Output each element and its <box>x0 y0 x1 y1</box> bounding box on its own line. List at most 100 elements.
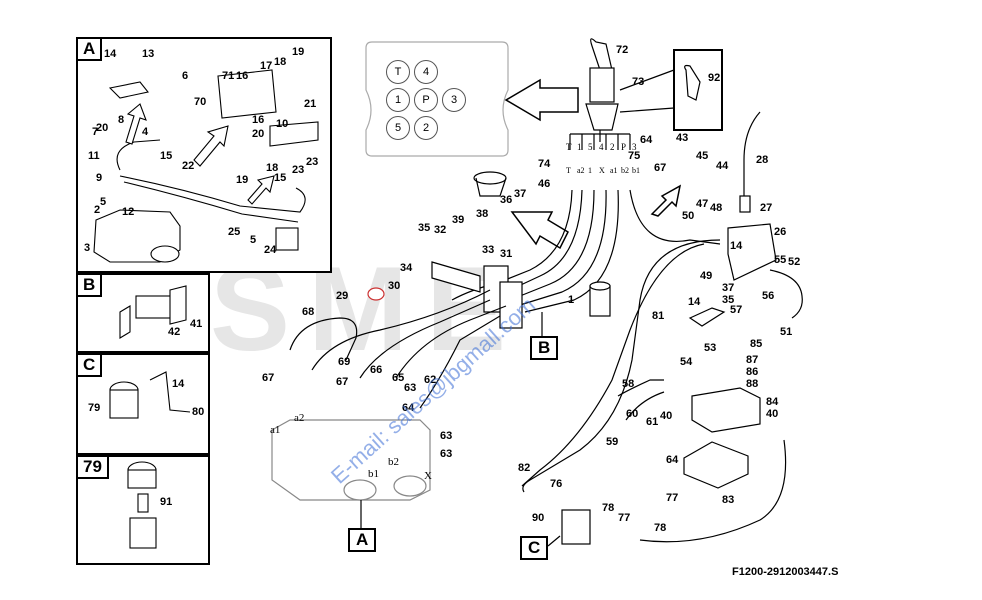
hose-66 <box>359 299 491 379</box>
callout-number: 19 <box>236 174 249 186</box>
callout-number: 23 <box>306 156 319 168</box>
inset-tag-79: 79 <box>76 455 109 479</box>
pattern-button-4: 4 <box>414 60 438 84</box>
callout-number: 38 <box>476 208 489 220</box>
callout-number: 12 <box>122 206 135 218</box>
callout-number: 85 <box>750 338 763 350</box>
callout-number: 67 <box>262 372 275 384</box>
callout-number: 73 <box>632 76 645 88</box>
callout-number: 53 <box>704 342 717 354</box>
port-sub-label: X <box>599 166 605 175</box>
port-label: 1 <box>577 142 582 152</box>
callout-number: 78 <box>602 502 615 514</box>
callout-number: 32 <box>434 224 447 236</box>
callout-number: 25 <box>228 226 241 238</box>
joystick-lever <box>590 38 613 71</box>
valve-label-a1: a1 <box>270 424 281 436</box>
callout-number: 50 <box>682 210 695 222</box>
port-sub-label: T <box>566 166 571 175</box>
hose-89 <box>639 439 787 543</box>
port-label: 5 <box>588 142 593 152</box>
callout-number: 59 <box>606 436 619 448</box>
callout-number: 48 <box>710 202 723 214</box>
callout-number: 64 <box>402 402 415 414</box>
joystick-pattern-buttons: T 4 1 P 3 5 2 <box>380 52 480 152</box>
callout-number: 60 <box>626 408 639 420</box>
callout-number: 68 <box>302 306 315 318</box>
pattern-button-2: 2 <box>414 116 438 140</box>
valve-label-x: X <box>424 470 432 482</box>
callout-number: 75 <box>628 150 641 162</box>
callout-number: 84 <box>766 396 779 408</box>
port-label: 3 <box>632 142 637 152</box>
inset-tag-b: B <box>76 273 103 297</box>
callout-number: 58 <box>622 378 635 390</box>
inset-box-a: A <box>76 37 332 273</box>
callout-number: 6 <box>182 70 189 82</box>
callout-number: 26 <box>774 226 787 238</box>
callout-number: 82 <box>518 462 531 474</box>
callout-number: 18 <box>266 162 279 174</box>
valve-label-b1: b1 <box>368 468 379 480</box>
callout-number: 28 <box>756 154 769 166</box>
inset-box-b: B <box>76 273 210 353</box>
port-sub-label: a2 <box>577 166 585 175</box>
callout-number: 43 <box>676 132 689 144</box>
callout-number: 19 <box>292 46 305 58</box>
port-sub-label: b1 <box>632 166 640 175</box>
arrow-left <box>504 78 579 122</box>
inset-box-c: C <box>76 353 210 455</box>
callout-number: 1 <box>568 294 575 306</box>
callout-number: 37 <box>514 188 527 200</box>
view-tag-a: A <box>348 528 377 552</box>
callout-number: 16 <box>236 70 249 82</box>
callout-number: 10 <box>276 118 289 130</box>
callout-number: 63 <box>404 382 417 394</box>
port-sub-label: a1 <box>610 166 618 175</box>
callout-number: 78 <box>654 522 667 534</box>
hose-60 <box>625 391 665 421</box>
callout-number: 64 <box>666 454 679 466</box>
valve-label-b2: b2 <box>388 456 399 468</box>
joystick-pattern-plate <box>365 41 509 157</box>
callout-number: 5 <box>100 196 107 208</box>
hose-76 <box>521 243 705 487</box>
callout-number: 77 <box>618 512 631 524</box>
callout-number: 41 <box>190 318 203 330</box>
port-label: 2 <box>610 142 615 152</box>
callout-number: 37 <box>722 282 735 294</box>
callout-number: 8 <box>118 114 125 126</box>
port-label: P <box>621 142 627 152</box>
callout-number: 9 <box>96 172 103 184</box>
hose-6 <box>629 189 721 245</box>
callout-number: 35 <box>722 294 735 306</box>
callout-number: 16 <box>252 114 265 126</box>
callout-number: 71 <box>222 70 235 82</box>
pattern-button-5: 5 <box>386 116 410 140</box>
callout-number: 66 <box>370 364 383 376</box>
callout-number: 51 <box>780 326 793 338</box>
bracket-82 <box>683 441 749 489</box>
inset-tag-a: A <box>76 37 103 61</box>
callout-number: 24 <box>264 244 277 256</box>
pattern-button-p: P <box>414 88 438 112</box>
callout-number: 83 <box>722 494 735 506</box>
callout-number: 15 <box>160 150 173 162</box>
pattern-button-3: 3 <box>442 88 466 112</box>
callout-number: 29 <box>336 290 349 302</box>
hose-69 <box>311 289 491 371</box>
callout-number: 14 <box>688 296 701 308</box>
callout-number: 22 <box>182 160 195 172</box>
callout-number: 21 <box>304 98 317 110</box>
hose-58 <box>617 379 664 397</box>
figure-reference: F1200-2912003447.S <box>732 566 839 578</box>
callout-number: 62 <box>424 374 437 386</box>
callout-number: 57 <box>730 304 743 316</box>
hose-1 <box>451 189 573 301</box>
hose-3 <box>514 189 595 299</box>
bracket-57 <box>688 307 726 327</box>
callout-number: 35 <box>418 222 431 234</box>
callout-number: 45 <box>696 150 709 162</box>
callout-number: 11 <box>88 150 100 162</box>
callout-number: 81 <box>652 310 665 322</box>
